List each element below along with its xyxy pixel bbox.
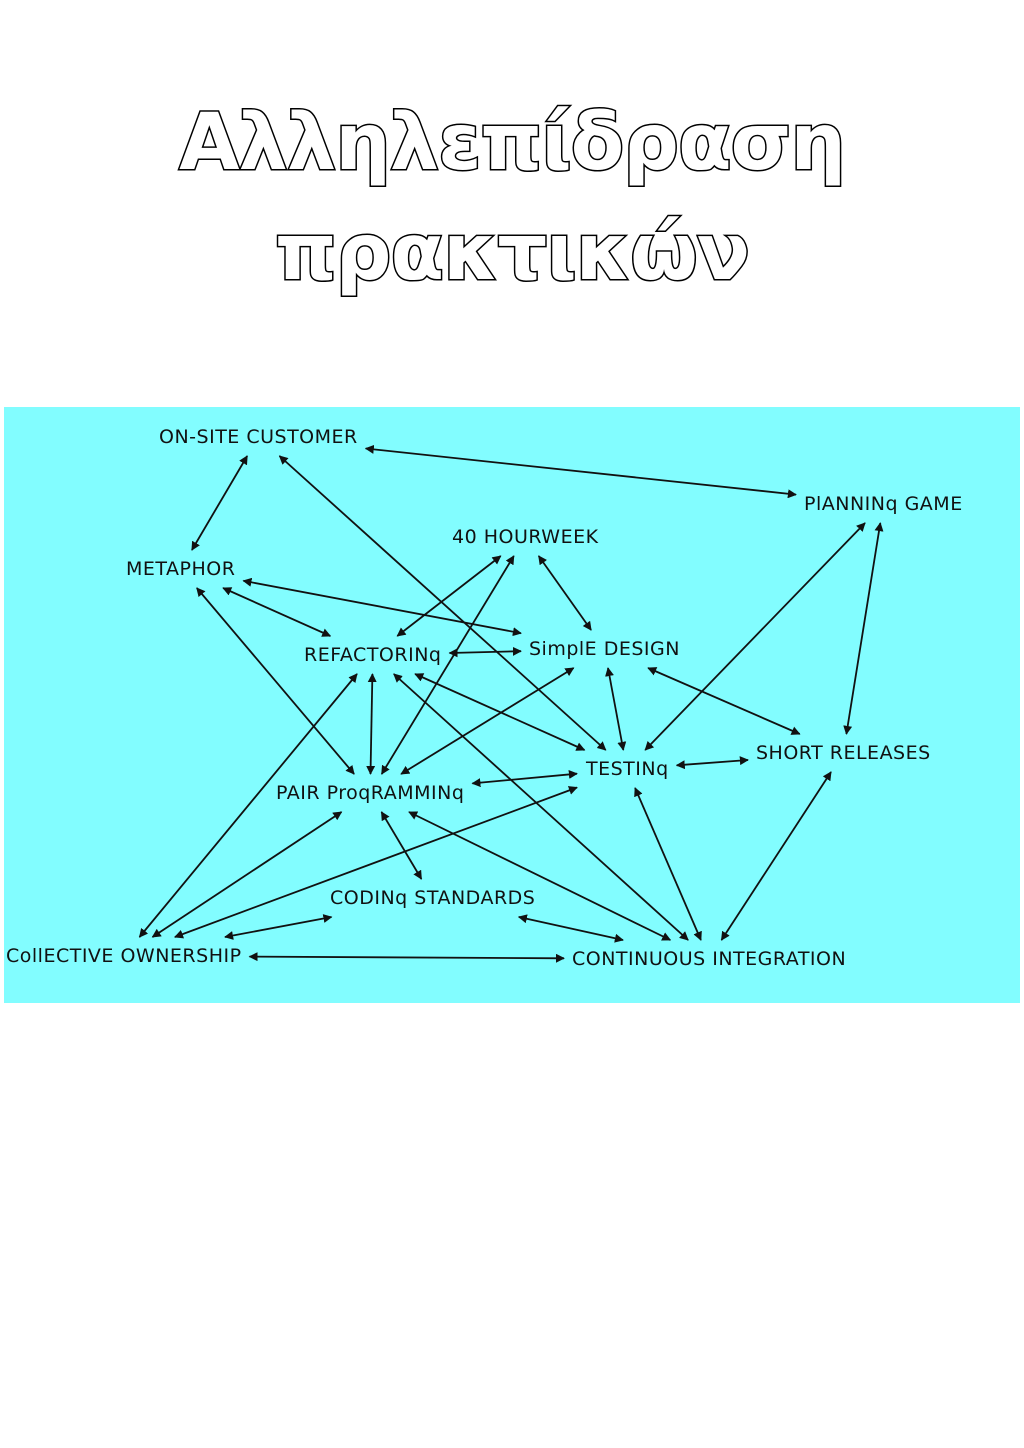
node-label-collective: CollECTIVE OWNERSHIP: [6, 945, 242, 967]
edge-fortyhour-simpledesign: [537, 555, 592, 631]
node-label-codingstd: CODINq STANDARDS: [330, 887, 535, 909]
node-label-shortreleases: SHORT RELEASES: [756, 742, 931, 764]
edge-planning-shortreleases: [843, 522, 884, 735]
node-label-ci: CONTINUOUS INTEGRATION: [572, 948, 846, 970]
node-label-onsite: ON-SITE CUSTOMER: [159, 426, 358, 448]
edge-refactoring-testing: [414, 673, 586, 751]
edge-metaphor-simpledesign: [242, 577, 522, 637]
diagram-canvas: ON-SITE CUSTOMER PlANNINq GAME 40 HOURWEEK…: [6, 426, 963, 970]
edge-refactoring-collective: [138, 673, 358, 938]
edge-metaphor-refactoring: [222, 587, 332, 637]
edge-codingstd-collective: [224, 914, 333, 940]
node-label-testing: TESTINq: [585, 758, 669, 780]
diagram-edges: [138, 444, 884, 963]
edge-refactoring-simpledesign: [448, 646, 522, 658]
edge-codingstd-ci: [517, 914, 624, 943]
edge-shortreleases-ci: [720, 771, 832, 941]
edge-onsite-planning: [364, 444, 797, 499]
edge-collective-ci: [248, 952, 565, 963]
edge-testing-shortreleases: [675, 756, 749, 770]
edge-testing-collective: [174, 786, 578, 939]
edge-testing-ci: [634, 787, 702, 941]
edge-simpledesign-pairprog: [400, 667, 575, 775]
edge-onsite-testing: [278, 455, 607, 751]
edge-testing-pairprog: [471, 769, 578, 788]
slide-title: Αλληλεπίδραση πρακτικών: [178, 97, 848, 300]
practices-interaction-diagram: ON-SITE CUSTOMER PlANNINq GAME 40 HOURWEEK…: [4, 407, 1020, 1003]
edge-pairprog-ci: [408, 811, 672, 941]
edge-onsite-metaphor: [191, 455, 248, 551]
edge-simpledesign-testing: [605, 667, 627, 751]
edge-metaphor-pairprog: [196, 587, 355, 775]
node-label-planning: PlANNINq GAME: [804, 493, 963, 515]
node-label-pairprog: PAIR ProqRAMMINq: [276, 782, 464, 804]
node-label-metaphor: METAPHOR: [126, 558, 235, 580]
node-label-simpledesign: SimplE DESIGN: [529, 638, 680, 660]
edge-refactoring-pairprog: [366, 673, 377, 775]
edge-planning-testing: [644, 522, 866, 751]
edge-fortyhour-refactoring: [396, 555, 502, 637]
edge-simpledesign-shortreleases: [647, 667, 801, 735]
node-label-refactoring: REFACTORINq: [304, 644, 441, 666]
edge-pairprog-collective: [151, 811, 343, 938]
node-label-fortyhour: 40 HOURWEEK: [452, 526, 599, 548]
diagram-nodes: ON-SITE CUSTOMER PlANNINq GAME 40 HOURWEEK…: [6, 426, 963, 970]
edge-pairprog-codingstd: [380, 811, 423, 880]
